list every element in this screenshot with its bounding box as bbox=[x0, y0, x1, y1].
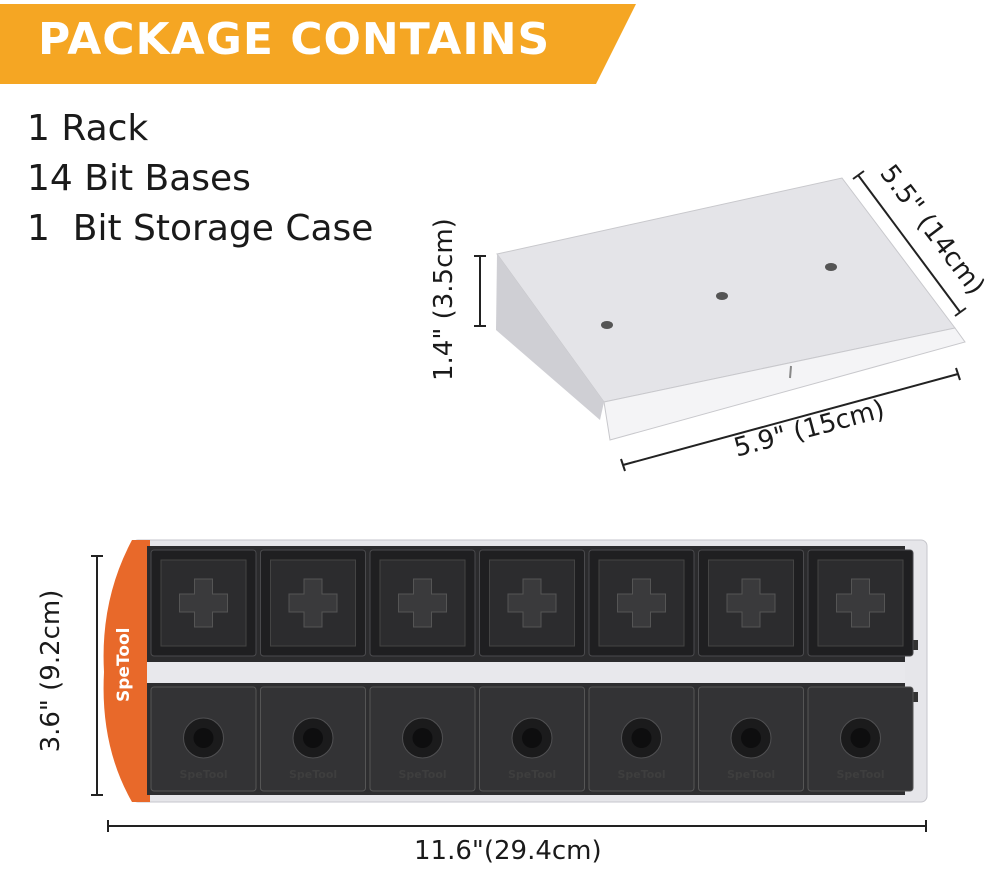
case-height-label: 3.6" (9.2cm) bbox=[36, 589, 66, 753]
bit-base-open bbox=[588, 549, 695, 657]
bit-base-label: SpeTool bbox=[836, 768, 885, 781]
bit-base-label: SpeTool bbox=[289, 768, 338, 781]
bit-base bbox=[807, 686, 914, 792]
bit-base-label: SpeTool bbox=[398, 768, 447, 781]
bit-base-open bbox=[369, 549, 476, 657]
bit-base bbox=[150, 686, 257, 792]
bit-base-open bbox=[260, 549, 366, 657]
banner-shape bbox=[0, 4, 636, 84]
package-contents-list: 1 Rack 14 Bit Bases 1 Bit Storage Case bbox=[27, 104, 373, 254]
bit-base-label: SpeTool bbox=[617, 768, 666, 781]
bit-base-open bbox=[807, 549, 914, 657]
contents-item-storage-case: 1 Bit Storage Case bbox=[27, 208, 374, 249]
bit-base bbox=[698, 686, 804, 792]
brand-logo: SpeTool bbox=[114, 627, 134, 702]
bit-base-open bbox=[150, 549, 257, 657]
bit-base-label: SpeTool bbox=[727, 768, 776, 781]
bit-base bbox=[369, 686, 476, 792]
bit-base-label: SpeTool bbox=[179, 768, 228, 781]
bit-base-label: SpeTool bbox=[508, 768, 557, 781]
bit-base bbox=[260, 686, 366, 792]
package-banner: PACKAGE CONTAINS bbox=[0, 0, 640, 88]
bit-base bbox=[479, 686, 585, 792]
contents-item-bit-bases: 14 Bit Bases bbox=[27, 158, 251, 199]
case-width-label: 11.6"(29.4cm) bbox=[414, 836, 602, 866]
bit-base-open bbox=[698, 549, 804, 657]
banner-title: PACKAGE CONTAINS bbox=[38, 14, 551, 65]
bit-base bbox=[588, 686, 695, 792]
contents-item-rack: 1 Rack bbox=[27, 108, 149, 149]
bit-base-open bbox=[479, 549, 585, 657]
